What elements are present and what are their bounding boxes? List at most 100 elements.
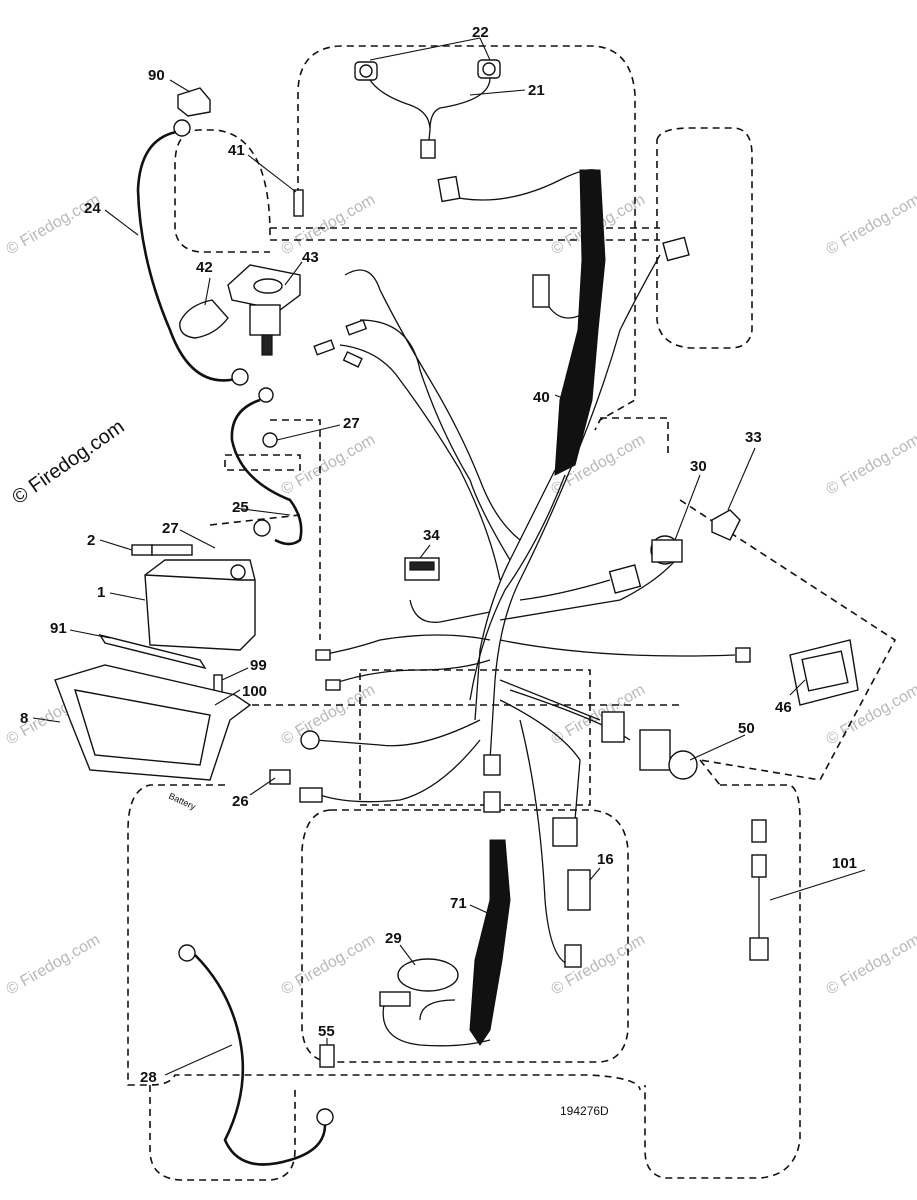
wire-run <box>339 344 501 581</box>
callout-24: 24 <box>84 200 101 217</box>
leader-line <box>104 209 139 236</box>
nut-part <box>262 432 278 448</box>
leader-line <box>554 394 581 406</box>
leader-line <box>179 529 216 549</box>
headlight-wires <box>369 77 491 151</box>
wire-run <box>344 269 521 541</box>
positive-cable <box>136 130 246 382</box>
safety-switch-part <box>567 869 591 911</box>
bolt-part <box>131 544 153 556</box>
wire-run <box>499 699 581 821</box>
dash-panel-outline <box>679 499 897 781</box>
ring-terminal-part <box>300 730 320 750</box>
callout-27-nut: 27 <box>343 415 360 432</box>
callout-50: 50 <box>738 720 755 737</box>
harness-wires <box>314 169 736 1047</box>
leader-line <box>99 539 133 551</box>
solenoid-assembly <box>179 189 304 356</box>
wire-run <box>319 739 481 803</box>
leader-line <box>399 944 416 966</box>
leader-line <box>419 544 431 559</box>
fuse-part <box>269 769 291 785</box>
cable-ring-terminal-top <box>173 119 191 137</box>
connector-part <box>564 944 582 968</box>
connector-part <box>315 649 331 661</box>
harness-coil <box>554 169 606 476</box>
battery-part <box>144 559 256 651</box>
callout-100: 100 <box>242 683 267 700</box>
watermark-text: © Firedog.com <box>279 431 379 498</box>
cable-ring-terminal <box>258 387 274 403</box>
wire-run <box>409 599 491 623</box>
wire-run <box>519 579 611 601</box>
wire-run <box>474 469 556 721</box>
connector-part <box>735 647 751 663</box>
reverse-switch-plug <box>379 991 411 1007</box>
wire-run <box>314 719 481 747</box>
wire-run <box>419 999 456 1021</box>
bracket-outline <box>224 454 301 471</box>
wire-run <box>359 319 511 561</box>
screw-part <box>319 1044 335 1068</box>
connector-part <box>483 754 501 776</box>
negative-cable <box>230 398 303 546</box>
watermark-text: © Firedog.com <box>549 931 649 998</box>
seat-frame-outline <box>359 669 591 806</box>
wire-run <box>489 469 571 761</box>
rear-left-wheel-outline <box>149 1085 296 1181</box>
seat-outline <box>301 809 629 1063</box>
callout-25: 25 <box>232 499 249 516</box>
headlight-harness <box>354 59 501 159</box>
wire-run <box>499 554 681 621</box>
leader-line <box>674 474 701 541</box>
connector-part <box>601 711 625 743</box>
bolt-part <box>293 189 304 217</box>
callout-99: 99 <box>250 657 267 674</box>
wire-run <box>319 634 491 656</box>
fuse-kit-part <box>751 854 767 878</box>
watermark-text: © Firedog.com <box>824 191 917 258</box>
callout-40: 40 <box>533 389 550 406</box>
hood-outline <box>297 45 636 431</box>
connector-part <box>342 351 363 368</box>
watermark-text: © Firedog.com <box>824 931 917 998</box>
solenoid-base <box>249 304 281 336</box>
battery-tray-label: Battery <box>167 791 198 812</box>
callout-30: 30 <box>690 458 707 475</box>
ground-cable-wire <box>194 954 327 1166</box>
ignition-switch-body <box>651 539 683 563</box>
connector-part <box>662 236 690 262</box>
leader-line <box>469 904 493 916</box>
fuse-kit <box>749 819 769 961</box>
wire-run <box>469 474 566 701</box>
callout-28: 28 <box>140 1069 157 1086</box>
callout-2: 2 <box>87 532 95 549</box>
callouts: 22 21 90 24 41 42 43 27 25 2 27 1 91 99 … <box>20 24 857 1118</box>
reverse-switch-part <box>397 958 459 992</box>
connector-part <box>437 175 461 203</box>
bolt-thread-part <box>151 544 193 556</box>
key-part <box>711 509 741 541</box>
watermark-main: © Firedog.com <box>8 416 128 509</box>
harness-coil <box>469 839 511 1046</box>
connector-part <box>608 564 642 594</box>
leader-line <box>109 592 146 601</box>
callout-34: 34 <box>423 527 440 544</box>
callout-43: 43 <box>302 249 319 266</box>
callout-41: 41 <box>228 142 245 159</box>
leader-line <box>689 734 746 761</box>
switches <box>379 509 859 1007</box>
callout-33: 33 <box>745 429 762 446</box>
terminal-boot-part <box>179 299 229 339</box>
rear-body-outline <box>127 784 641 1091</box>
watermark-text: © Firedog.com <box>549 681 649 748</box>
leader-line <box>769 869 866 901</box>
watermark-text: © Firedog.com <box>824 431 917 498</box>
callout-42: 42 <box>196 259 213 276</box>
wire-run <box>382 999 491 1047</box>
connector-part <box>345 319 368 336</box>
callout-101: 101 <box>832 855 857 872</box>
callout-46: 46 <box>775 699 792 716</box>
rear-right-wheel-outline <box>644 784 801 1179</box>
boot-cap-part <box>177 87 211 117</box>
